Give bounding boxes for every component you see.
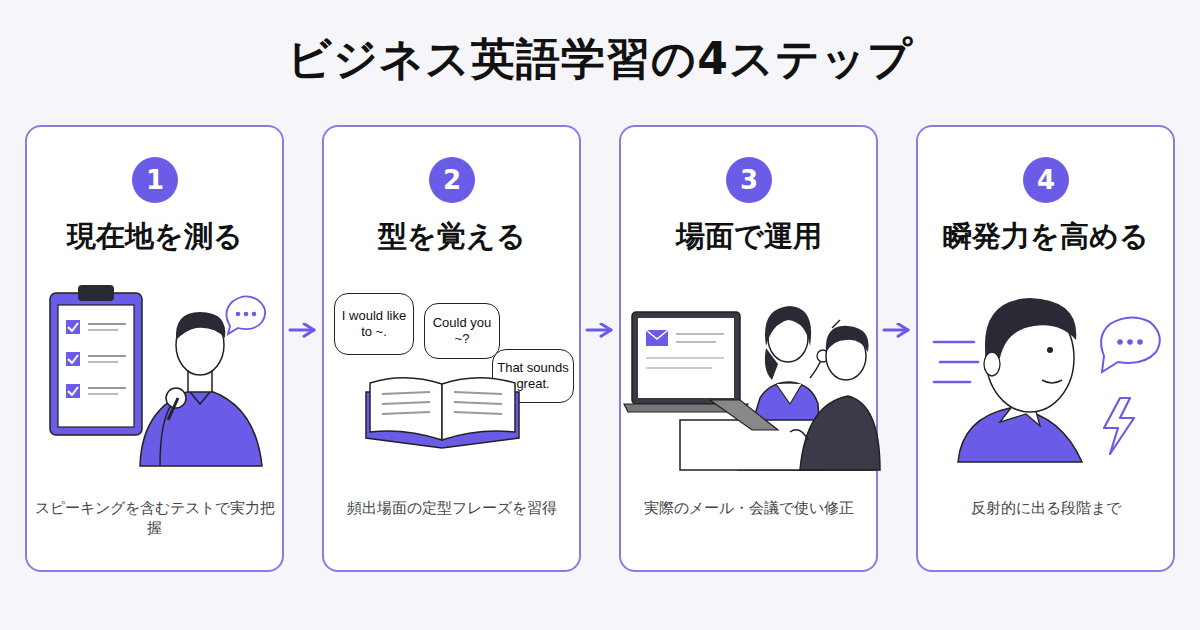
step-heading: 現在地を測る [27,217,282,257]
step-number: 4 [1037,165,1055,195]
step-number: 2 [443,165,461,195]
step-description: 実際のメール・会議で使い修正 [627,499,870,519]
step-heading: 場面で運用 [621,217,876,257]
step-arrow [884,329,908,332]
phrase-bubble: I would like to ~. [334,293,414,355]
step-card: 型を覚える頻出場面の定型フレーズを習得 2 I would like to ~. Co… [322,125,581,572]
step-number: 3 [740,165,758,195]
step-number-circle: 1 [132,157,178,203]
step-number-circle: 2 [429,157,475,203]
step-card: 瞬発力を高める反射的に出る段階まで 4 [916,125,1175,572]
step-heading: 型を覚える [324,217,579,257]
step-card: 場面で運用実際のメール・会議で使い修正 3 [619,125,878,572]
step-heading: 瞬発力を高める [918,217,1173,257]
phrase-text: Could you ~? [429,315,495,348]
phrase-bubble: Could you ~? [424,303,500,359]
step-description: 反射的に出る段階まで [924,499,1167,519]
step-number: 1 [146,165,164,195]
phrase-text: I would like to ~. [339,308,409,341]
phrase-text: That sounds great. [497,360,569,393]
step-number-circle: 4 [1023,157,1069,203]
step-card: 現在地を測るスピーキングを含むテストで実力把握 1 [25,125,284,572]
step-arrow [587,329,611,332]
diagram-title: ビジネス英語学習の4ステップ [0,30,1200,89]
step-description: スピーキングを含むテストで実力把握 [33,499,276,538]
phrase-bubble: That sounds great. [492,349,574,403]
step-number-circle: 3 [726,157,772,203]
step-description: 頻出場面の定型フレーズを習得 [330,499,573,519]
step-arrow [290,329,314,332]
